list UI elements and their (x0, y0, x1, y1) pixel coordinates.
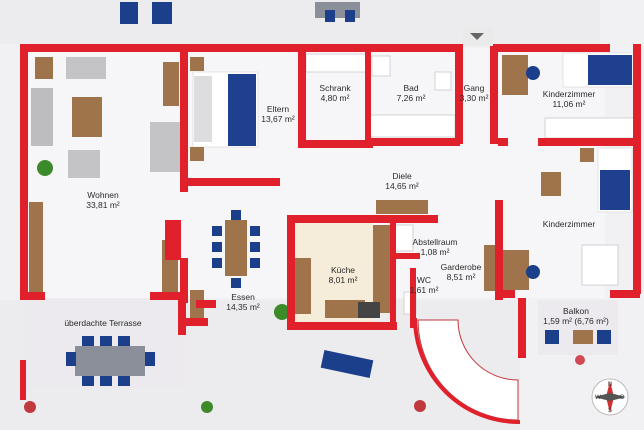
blanket (600, 170, 630, 210)
kitchen-counter (293, 258, 311, 314)
wardrobe (305, 53, 369, 73)
staircase (413, 317, 521, 425)
kitchen-counter (325, 300, 365, 318)
desk-chair (526, 66, 540, 80)
kitchen-counter (373, 225, 391, 313)
armchair (68, 150, 100, 178)
wardrobe (581, 244, 619, 286)
dining-chair (231, 210, 241, 220)
coat-rack (484, 245, 496, 291)
room-area-eltern: 13,67 m² (261, 114, 295, 124)
compass-icon: N S W O (591, 378, 629, 416)
deck-chair (120, 2, 138, 24)
outdoor-chair (345, 10, 355, 22)
sofa (31, 88, 53, 146)
shelf (29, 202, 43, 292)
plant-icon (414, 400, 426, 412)
room-area-garderobe: 8,51 m² (447, 272, 476, 282)
dining-chair (212, 226, 222, 236)
plant-icon (24, 401, 36, 413)
room-area-kinderzimmer-1: 11,06 m² (553, 99, 586, 109)
room-name-kinderzimmer-1: Kinderzimmer (543, 89, 596, 99)
plant-icon (201, 401, 213, 413)
room-name-kueche: Küche (331, 265, 355, 275)
nightstand (190, 147, 204, 161)
nightstand (190, 57, 204, 71)
plant-icon (274, 304, 290, 320)
room-name-schrank: Schrank (319, 83, 351, 93)
room-area-balkon: 1,59 m² (6,76 m²) (543, 316, 609, 326)
coffee-table (72, 97, 102, 137)
nightstand (580, 148, 594, 162)
dining-chair (250, 242, 260, 252)
balcony-floor (538, 300, 618, 355)
room-area-diele: 14,65 m² (385, 181, 419, 191)
room-labels: Wohnen 33,81 m² Eltern 13,67 m² Schrank … (64, 83, 609, 328)
armchair (150, 122, 180, 172)
walls (20, 44, 641, 400)
sideboard (163, 62, 179, 106)
washbasin (371, 55, 391, 77)
room-name-gang: Gang (464, 83, 485, 93)
toilet (434, 71, 452, 91)
dining-chair (212, 258, 222, 268)
compass-south: S (608, 408, 612, 414)
shelf (394, 224, 414, 252)
dining-table (225, 220, 247, 276)
room-area-abstellraum: 1,08 m² (421, 247, 450, 257)
outdoor-chair (325, 10, 335, 22)
room-name-terrasse: überdachte Terrasse (64, 318, 142, 328)
room-area-wohnen: 33,81 m² (86, 200, 120, 210)
room-name-essen: Essen (231, 292, 255, 302)
deck-chair (320, 349, 374, 379)
room-name-diele: Diele (392, 171, 412, 181)
dining-chair (250, 226, 260, 236)
console (376, 200, 428, 214)
desk-chair (526, 265, 540, 279)
room-name-eltern: Eltern (267, 104, 289, 114)
blanket (228, 74, 256, 146)
dining-chair (231, 278, 241, 288)
terrace-table (75, 346, 145, 376)
bathtub (369, 114, 456, 138)
room-area-schrank: 4,80 m² (321, 93, 350, 103)
room-area-essen: 14,35 m² (226, 302, 260, 312)
compass-east: O (620, 395, 625, 401)
room-name-bad: Bad (403, 83, 418, 93)
room-area-bad: 7,26 m² (397, 93, 426, 103)
room-area-gang: 3,30 m² (460, 93, 489, 103)
compass-west: W (595, 395, 601, 401)
furniture (24, 2, 636, 413)
room-area-kueche: 8,01 m² (329, 275, 358, 285)
blanket (588, 55, 632, 85)
dining-chair (250, 258, 260, 268)
deck-chair (152, 2, 172, 24)
desk (502, 55, 528, 95)
wardrobe (544, 117, 636, 139)
desk (503, 250, 529, 290)
dining-chair (212, 242, 222, 252)
room-name-balkon: Balkon (563, 306, 589, 316)
room-name-wohnen: Wohnen (87, 190, 119, 200)
entrance-arrow-icon (463, 28, 493, 46)
room-name-abstellraum: Abstellraum (413, 237, 458, 247)
plant-icon (575, 355, 585, 365)
room-name-kinderzimmer-2: Kinderzimmer (543, 219, 596, 229)
side-table (35, 57, 53, 79)
desk (541, 172, 561, 196)
room-area-wc: 1,61 m² (410, 285, 439, 295)
room-name-wc: WC (417, 275, 431, 285)
compass-north: N (608, 382, 612, 388)
room-name-garderobe: Garderobe (441, 262, 482, 272)
plant-icon (37, 160, 53, 176)
armchair (66, 57, 106, 79)
stove (358, 302, 380, 318)
